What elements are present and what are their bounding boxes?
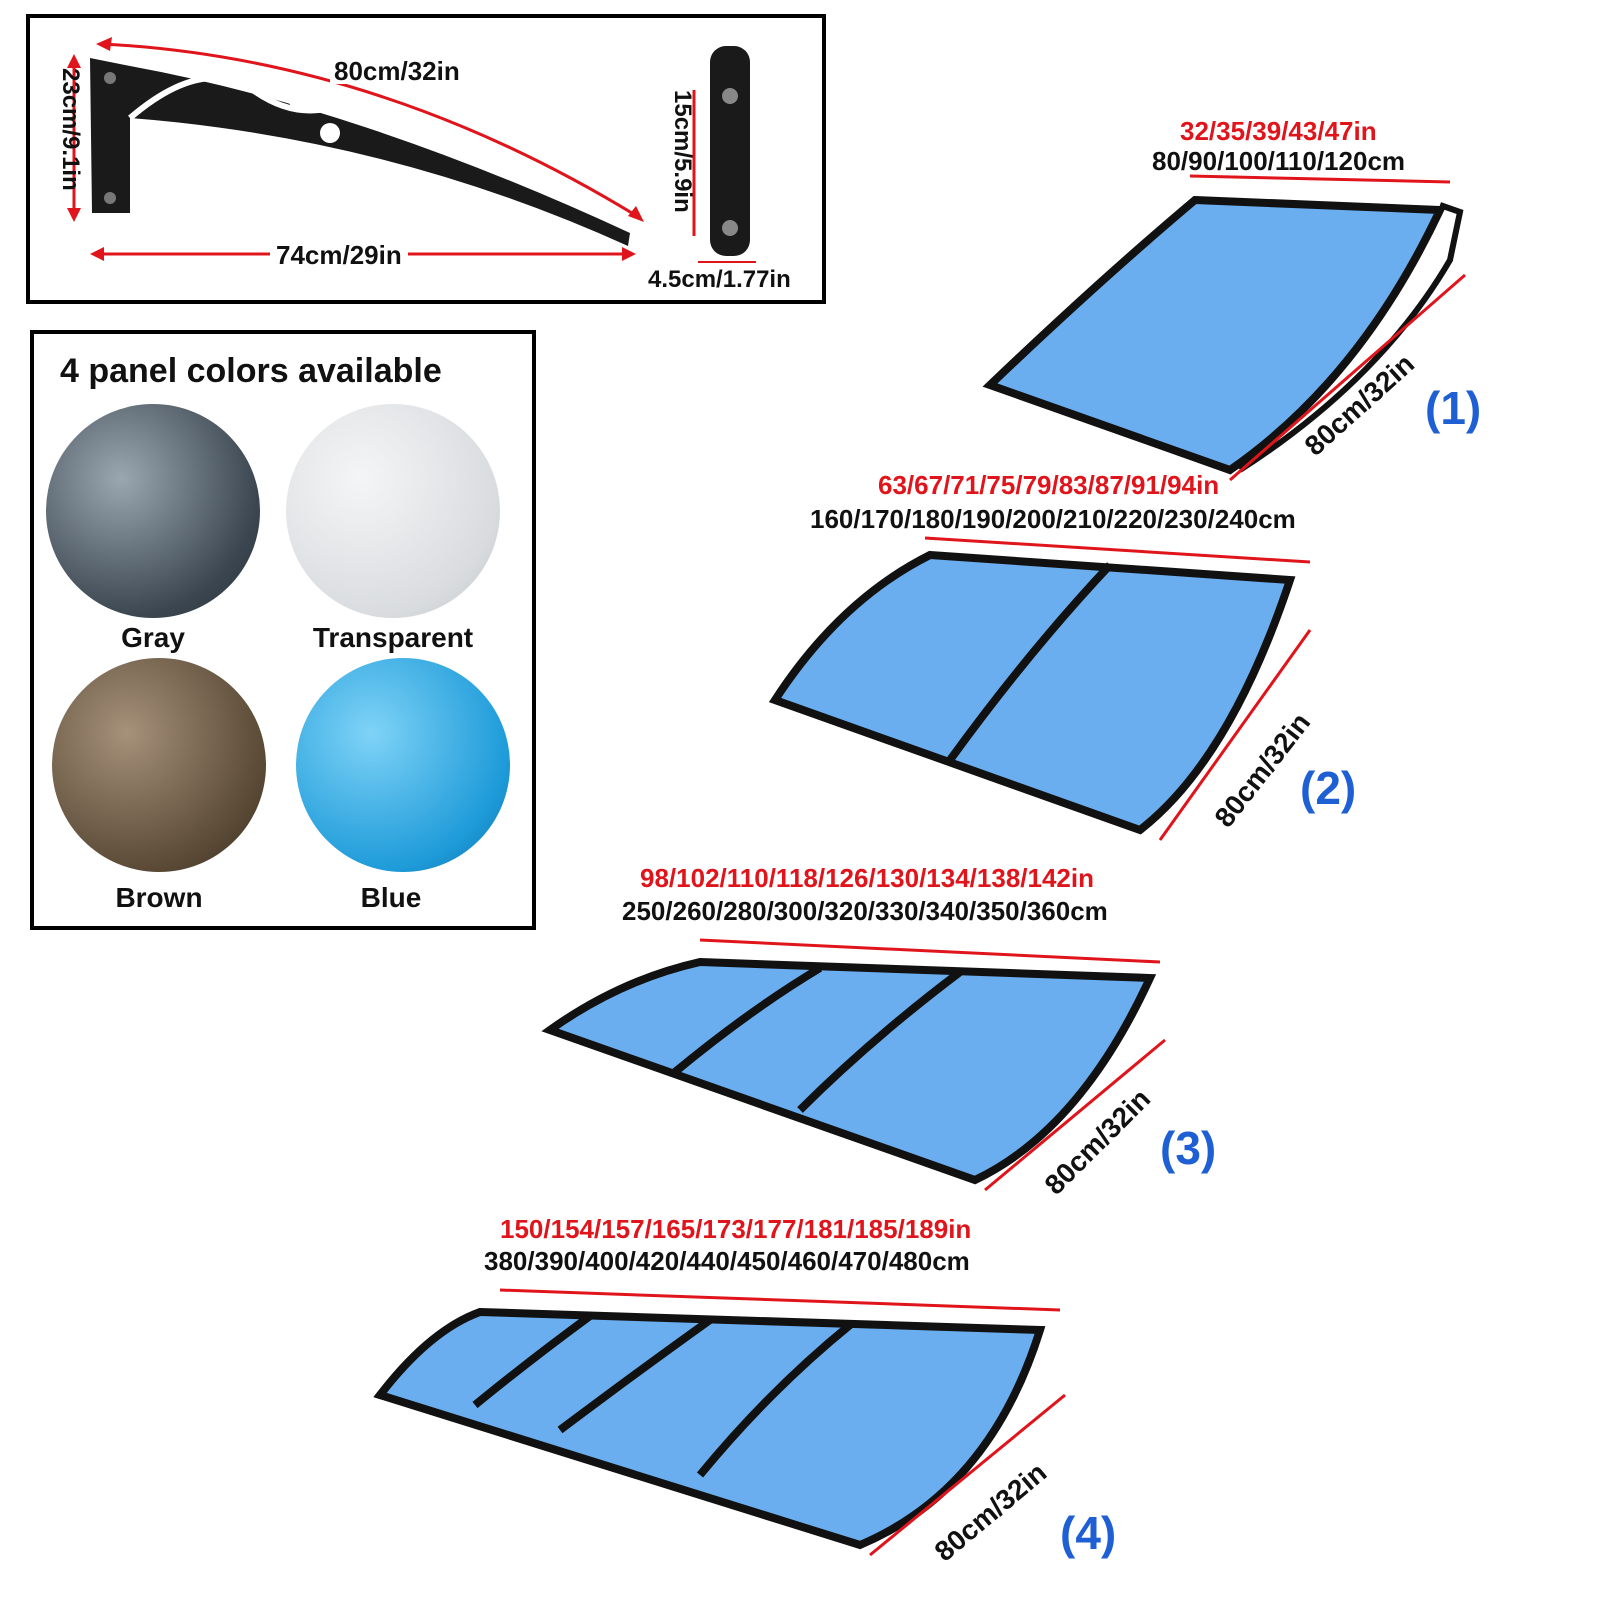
brown-swatch-label: Brown: [115, 882, 203, 913]
transparent-swatch: [286, 404, 500, 618]
config-3-length-in: 98/102/110/118/126/130/134/138/142in: [640, 863, 1094, 893]
blue-swatch-label: Blue: [360, 882, 422, 913]
bracket-dimensions-panel: 80cm/32in 23cm/9.1in 74cm/29in 15cm/5.9i…: [26, 14, 826, 304]
gray-swatch: [46, 404, 260, 618]
config-3-length-cm: 250/260/280/300/320/330/340/350/360cm: [622, 896, 1108, 926]
bracket-arc-length-label: 80cm/32in: [330, 58, 464, 84]
brown-swatch: [52, 658, 266, 872]
config-2-tag: (2): [1300, 762, 1357, 814]
blue-swatch: [296, 658, 510, 872]
plate-width-label: 4.5cm/1.77in: [648, 266, 791, 293]
config-4-length-cm: 380/390/400/420/440/450/460/470/480cm: [484, 1246, 970, 1276]
panel-colors-box: 4 panel colors available Gray Transparen…: [30, 330, 536, 930]
config-2-length-cm: 160/170/180/190/200/210/220/230/240cm: [810, 504, 1296, 534]
config-2-length-in: 63/67/71/75/79/83/87/91/94in: [878, 470, 1220, 500]
config-4-tag: (4): [1060, 1507, 1117, 1559]
config-1-length-cm: 80/90/100/110/120cm: [1152, 146, 1406, 176]
config-1-tag: (1): [1425, 382, 1482, 434]
config-1-length-in: 32/35/39/43/47in: [1180, 116, 1377, 146]
config-4-length-in: 150/154/157/165/173/177/181/185/189in: [500, 1214, 972, 1244]
bracket-depth-label: 74cm/29in: [270, 242, 408, 268]
transparent-swatch-label: Transparent: [312, 622, 474, 653]
gray-swatch-label: Gray: [121, 622, 185, 653]
config-3-tag: (3): [1160, 1122, 1217, 1174]
panel-colors-title: 4 panel colors available: [60, 352, 442, 390]
bracket-illustration: [67, 37, 756, 263]
